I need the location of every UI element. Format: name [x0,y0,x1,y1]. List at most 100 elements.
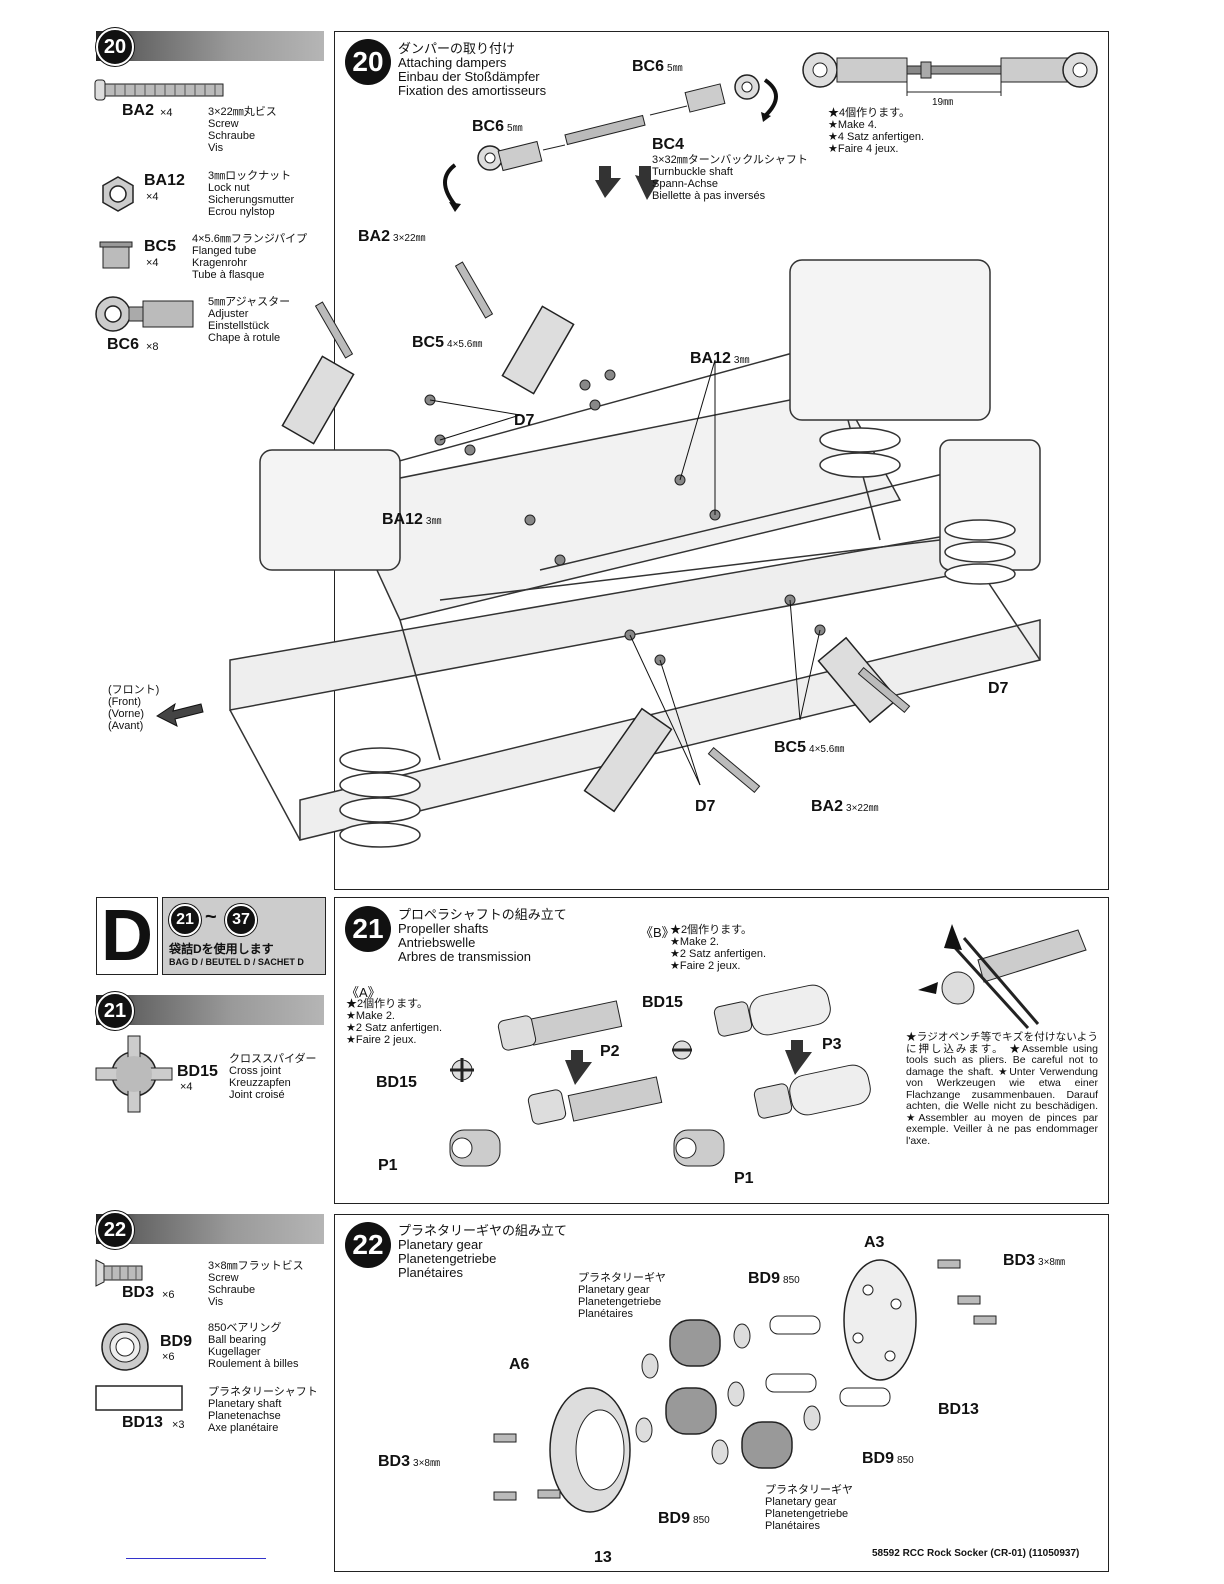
front-arrow-icon [156,702,204,727]
label-text: D7 [514,412,535,429]
part-qty: ×4 [180,1081,193,1093]
step-21-header-bar [96,995,324,1025]
label-d7-bottom: D7 [695,798,715,816]
step-20-number: 20 [96,28,134,66]
bag-d-range-sep: ~ [205,906,217,928]
part-code: BC6 [107,336,140,353]
label-d7-top: D7 [514,412,534,430]
part-code: BA12 [144,172,185,189]
label-text: BC4 [652,136,685,153]
label-text: BC5 [412,334,445,351]
step-21-panel [334,897,1109,1204]
front-label: (フロント) (Front) (Vorne) (Avant) [108,684,160,732]
part-qty: ×6 [162,1289,175,1301]
label-text: BA12 [382,511,423,528]
variant-b-label: 《B》 [640,925,675,940]
label-text: BD9 [658,1510,691,1527]
bag-d-jp: 袋詰Dを使用します [169,942,274,956]
label-text: BD15 [642,994,683,1011]
label-text: A6 [509,1356,530,1373]
dimension-label: 19㎜ [932,97,954,108]
part-qty: ×4 [160,107,173,119]
part-qty: ×3 [172,1419,185,1431]
turnbuckle-diagram [443,74,778,212]
step-21-number: 21 [96,992,134,1030]
chassis-illustration [229,259,1041,848]
label-text: BD3 [378,1453,411,1470]
part-desc: クロススパイダー Cross joint Kreuzzapfen Joint c… [229,1053,317,1101]
step-20-header-bar [96,31,324,61]
label-text: BD9 [748,1270,781,1287]
label-bd13: BD13 [938,1401,979,1419]
step-20-circle: 20 [345,39,391,85]
bag-d-info-box: 21 ~ 37 袋詰Dを使用します BAG D / BEUTEL D / SAC… [162,897,326,975]
label-a3: A3 [864,1234,884,1252]
label-size: 850 [783,1275,800,1286]
label-bc4: BC4 [652,136,684,154]
label-size: 3×22㎜ [846,803,879,814]
label-size: 3×8㎜ [413,1458,440,1469]
label-text: BA12 [690,350,731,367]
make-note: ★4個作ります。 ★Make 4. ★4 Satz anfertigen. ★F… [828,107,925,155]
step-22-circle: 22 [345,1222,391,1268]
label-p2: P2 [600,1043,620,1061]
bc4-desc: 3×32㎜ターンバックルシャフト Turnbuckle shaft Spann-… [652,154,808,202]
label-text: A3 [864,1234,885,1251]
label-text: P1 [378,1157,398,1174]
part-code: BC5 [144,238,177,255]
label-p1-a: P1 [378,1157,398,1175]
variant-b-note: ★2個作ります。 ★Make 2. ★2 Satz anfertigen. ★F… [670,924,767,972]
label-a6: A6 [509,1356,529,1374]
ball-bearing-icon [101,1323,149,1371]
part-qty: ×4 [146,191,159,203]
label-size: 850 [693,1515,710,1526]
label-text: P2 [600,1043,620,1060]
label-text: BD13 [938,1401,979,1418]
label-bd15-a: BD15 [376,1074,417,1092]
label-text: BD9 [862,1450,895,1467]
label-text: BC6 [632,58,665,75]
label-size: 3㎜ [733,355,750,366]
label-size: 3×22㎜ [393,233,426,244]
page-number: 13 [594,1549,612,1566]
flanged-tube-icon [99,241,133,269]
label-text: D7 [988,680,1009,697]
step-20-title: ダンパーの取り付け Attaching dampers Einbau der S… [398,41,547,98]
planetary-gear-label-top: プラネタリーギヤ Planetary gear Planetengetriebe… [578,1272,666,1320]
step-21-title: プロペラシャフトの組み立て Propeller shafts Antriebsw… [398,907,567,964]
propeller-shaft-b-diagram [672,984,871,1167]
label-p1-b: P1 [734,1170,754,1188]
label-text: P3 [822,1036,842,1053]
label-text: BA2 [358,228,391,245]
bag-d-range-to: 37 [225,904,257,936]
part-qty: ×6 [162,1351,175,1363]
part-desc: 3×22㎜丸ビス Screw Schraube Vis [208,106,277,154]
part-code: BD15 [177,1063,218,1080]
label-text: BD15 [376,1074,417,1091]
pliers-icon [918,924,1087,1030]
lock-nut-icon [102,176,134,212]
part-desc: 3×8㎜フラットビス Screw Schraube Vis [208,1260,304,1308]
part-qty: ×4 [146,257,159,269]
bag-d-range-from: 21 [169,904,201,936]
label-d7-right: D7 [988,680,1008,698]
label-text: D7 [695,798,716,815]
label-bd15-b: BD15 [642,994,683,1012]
label-size: 4×5.6㎜ [809,744,845,755]
label-text: P1 [734,1170,754,1187]
step-21-circle: 21 [345,906,391,952]
footer-rule [126,1558,266,1559]
step-22-number: 22 [96,1211,134,1249]
part-code: BD3 [122,1284,155,1301]
label-size: 4×5.6㎜ [447,339,483,350]
label-size: 850 [897,1455,914,1466]
